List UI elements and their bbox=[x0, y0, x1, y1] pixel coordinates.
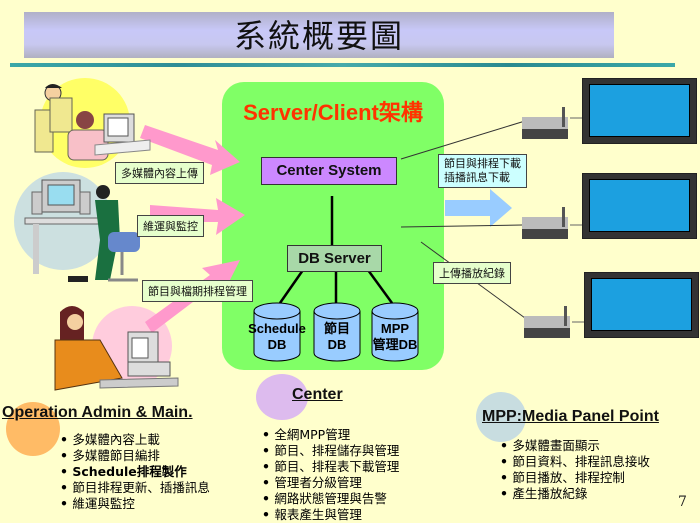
purple-circle bbox=[256, 374, 308, 420]
list-item: 節目播放、排程控制 bbox=[500, 470, 650, 486]
people-at-computer-illustration bbox=[34, 84, 151, 161]
operator-at-desk-illustration bbox=[24, 179, 140, 282]
light-blue-circle bbox=[476, 392, 526, 442]
db-server-box: DB Server bbox=[287, 245, 382, 272]
display-panel-2 bbox=[582, 173, 697, 239]
list-item: 多媒體內容上載 bbox=[60, 432, 210, 448]
router-icon-2 bbox=[522, 207, 568, 239]
db-line-1 bbox=[278, 269, 305, 304]
list-item: 維運與監控 bbox=[60, 496, 210, 512]
db-label-line2: 管理DB bbox=[372, 337, 418, 352]
title-divider bbox=[10, 63, 675, 67]
list-item: 節目資料、排程訊息接收 bbox=[500, 454, 650, 470]
operation-section-title: Operation Admin & Main. bbox=[2, 404, 193, 421]
upload-label: 多媒體內容上傳 bbox=[115, 162, 204, 184]
schedule-management-label: 節目與檔期排程管理 bbox=[142, 280, 253, 302]
db-label-line1: Schedule bbox=[248, 321, 306, 336]
page-title: 系統概要圖 bbox=[233, 17, 404, 55]
operation-list: 多媒體內容上載 多媒體節目編排 Schedule排程製作 節目排程更新、插播訊息… bbox=[60, 432, 210, 512]
screen bbox=[589, 179, 690, 232]
center-system-box: Center System bbox=[261, 157, 397, 185]
db-label-line1: 節目 bbox=[323, 321, 350, 336]
maintenance-label: 維運與監控 bbox=[137, 215, 204, 237]
download-label-line2: 插播訊息下載 bbox=[444, 171, 510, 184]
orange-circle bbox=[6, 402, 60, 456]
list-item: 節目、排程儲存與管理 bbox=[262, 443, 399, 459]
link-line-1 bbox=[400, 120, 526, 160]
scheduler-at-computer-illustration bbox=[54, 306, 179, 391]
db-cylinder-program bbox=[313, 302, 361, 362]
screen bbox=[589, 84, 690, 137]
list-item: 多媒體節目編排 bbox=[60, 448, 210, 464]
list-item: 節目排程更新、插播訊息 bbox=[60, 480, 210, 496]
list-item: Schedule排程製作 bbox=[60, 464, 210, 480]
server-client-title: Server/Client架構 bbox=[243, 100, 423, 125]
list-item: 節目、排程表下載管理 bbox=[262, 459, 399, 475]
center-section-title: Center bbox=[292, 386, 343, 403]
router-icon-1 bbox=[522, 107, 568, 139]
upload-arrow bbox=[140, 125, 240, 175]
db-cylinder-schedule bbox=[253, 302, 301, 362]
screen bbox=[591, 278, 692, 331]
list-item: 全網MPP管理 bbox=[262, 427, 399, 443]
download-arrow bbox=[445, 189, 512, 227]
db-line-3 bbox=[366, 269, 394, 304]
router-icon-3 bbox=[524, 306, 570, 338]
mpp-list: 多媒體畫面顯示 節目資料、排程訊息接收 節目播放、排程控制 產生播放紀錄 bbox=[500, 438, 650, 502]
list-item: 報表產生與管理 bbox=[262, 507, 399, 523]
db-label-line2: DB bbox=[267, 337, 287, 352]
db-label-line1: MPP bbox=[380, 321, 410, 336]
display-panel-3 bbox=[584, 272, 699, 338]
list-item: 多媒體畫面顯示 bbox=[500, 438, 650, 454]
download-label-line1: 節目與排程下載 bbox=[444, 157, 521, 170]
display-panel-1 bbox=[582, 78, 697, 144]
link-line-2 bbox=[400, 224, 523, 228]
db-cylinder-mpp bbox=[371, 302, 419, 362]
db-label-line2: DB bbox=[327, 337, 347, 352]
mpp-section-title: MPP:Media Panel Point bbox=[482, 408, 659, 425]
title-banner: 系統概要圖 bbox=[24, 12, 614, 58]
list-item: 產生播放紀錄 bbox=[500, 486, 650, 502]
list-item: 網路狀態管理與告警 bbox=[262, 491, 399, 507]
upload-log-label: 上傳播放紀錄 bbox=[433, 262, 511, 284]
list-item: 管理者分級管理 bbox=[262, 475, 399, 491]
page-number: 7 bbox=[678, 494, 687, 510]
download-label: 節目與排程下載 插播訊息下載 bbox=[438, 154, 527, 188]
center-list: 全網MPP管理 節目、排程儲存與管理 節目、排程表下載管理 管理者分級管理 網路… bbox=[262, 427, 399, 523]
